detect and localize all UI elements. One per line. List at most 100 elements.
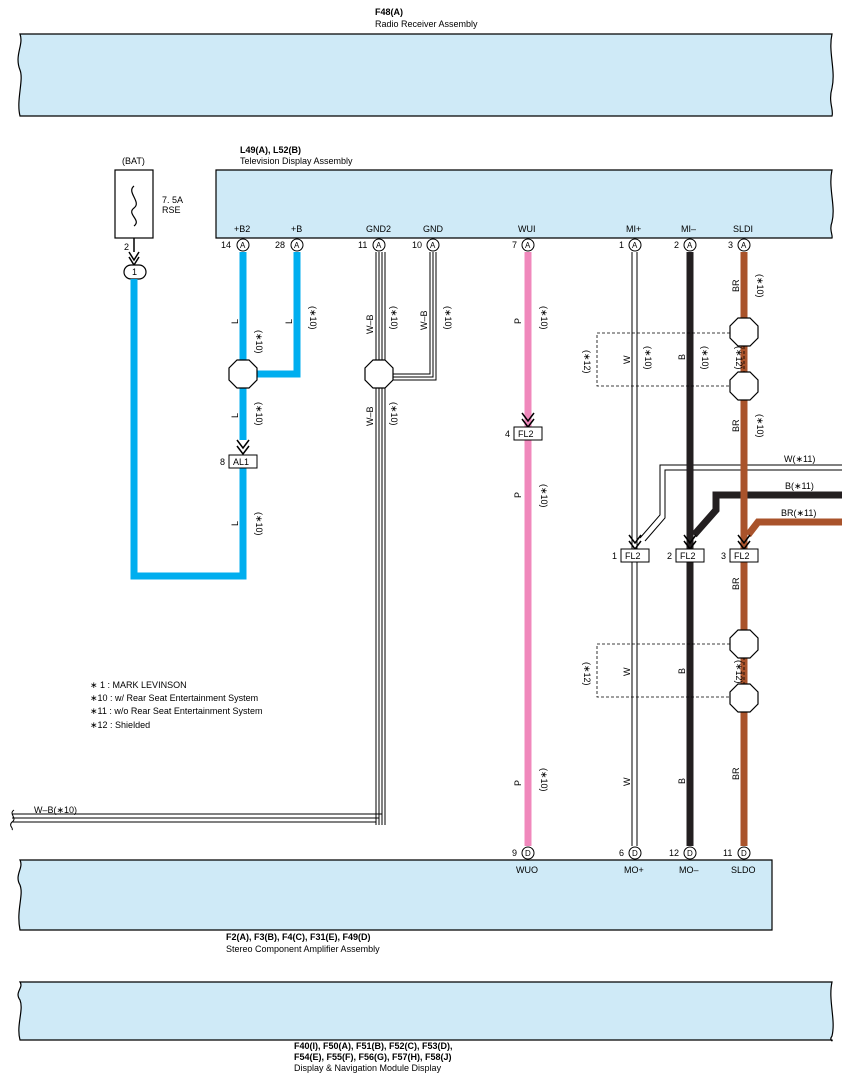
svg-text:8: 8: [220, 457, 225, 467]
nav-module-box: [17, 981, 834, 1042]
radio-receiver-box: [17, 33, 834, 117]
svg-text:(∗10): (∗10): [443, 306, 453, 330]
amp-pin-circles: D9 D6 D12 D11: [512, 846, 751, 860]
svg-text:(∗10): (∗10): [700, 346, 710, 370]
svg-text:2: 2: [667, 551, 672, 561]
svg-text:∗ 1 : MARK LEVINSON: ∗ 1 : MARK LEVINSON: [90, 680, 187, 690]
pin-label-wui: WUI: [518, 224, 536, 234]
svg-text:A: A: [687, 241, 693, 250]
shield-box-lower: [596, 643, 745, 698]
connector-fl2-b: FL2 2: [667, 534, 705, 563]
amp-pin-labels: WUO MO+ MO– SLDO: [516, 865, 756, 875]
svg-text:MO+: MO+: [624, 865, 644, 875]
pin-label-gnd: GND: [423, 224, 444, 234]
svg-text:BR(∗11): BR(∗11): [781, 508, 816, 518]
svg-text:9: 9: [512, 848, 517, 858]
tv-name: Television Display Assembly: [240, 156, 353, 166]
connector-fl2-br: FL2 3: [721, 534, 759, 563]
svg-text:(∗10): (∗10): [254, 402, 264, 426]
splice-br-2: [729, 371, 759, 401]
svg-text:W–B: W–B: [365, 314, 375, 334]
svg-text:14: 14: [221, 240, 231, 250]
pin-label-gnd2: GND2: [366, 224, 391, 234]
shield-box-upper: [596, 332, 745, 387]
svg-text:∗10 : w/ Rear Seat Entertainme: ∗10 : w/ Rear Seat Entertainment System: [90, 693, 258, 703]
svg-text:FL2: FL2: [625, 551, 641, 561]
amp-code: F2(A), F3(B), F4(C), F31(E), F49(D): [226, 932, 371, 942]
svg-text:B: B: [677, 778, 687, 784]
svg-text:(∗10): (∗10): [389, 306, 399, 330]
svg-text:BR: BR: [731, 419, 741, 432]
pin-label-mi-plus: MI+: [626, 224, 641, 234]
svg-text:7: 7: [512, 240, 517, 250]
svg-text:(∗10): (∗10): [643, 346, 653, 370]
fuse-name: RSE: [162, 205, 181, 215]
svg-text:10: 10: [412, 240, 422, 250]
svg-text:(∗10): (∗10): [755, 414, 765, 438]
nav-name: Display & Navigation Module Display: [294, 1063, 442, 1073]
svg-text:MO–: MO–: [679, 865, 699, 875]
connector-fl2-wui: FL2 4: [505, 412, 543, 441]
svg-text:WUO: WUO: [516, 865, 538, 875]
wire-br: [740, 252, 842, 846]
wire-b: [686, 252, 842, 846]
svg-text:L: L: [230, 521, 240, 526]
fuse-box: [114, 169, 154, 239]
svg-text:P: P: [513, 318, 523, 324]
fuse-rating: 7. 5A: [162, 195, 183, 205]
svg-text:1: 1: [619, 240, 624, 250]
svg-text:4: 4: [505, 429, 510, 439]
wire-wb-group: [12, 252, 437, 825]
svg-text:P: P: [513, 780, 523, 786]
svg-text:A: A: [294, 241, 300, 250]
svg-text:(∗10): (∗10): [539, 768, 549, 792]
svg-text:W–B: W–B: [419, 310, 429, 330]
svg-text:1: 1: [612, 551, 617, 561]
svg-text:11: 11: [358, 240, 367, 250]
svg-text:6: 6: [619, 848, 624, 858]
svg-text:A: A: [525, 241, 531, 250]
svg-text:W: W: [622, 777, 632, 786]
svg-text:W: W: [622, 355, 632, 364]
wire-wb10-label: W–B(∗10): [34, 805, 77, 815]
svg-text:L: L: [284, 319, 294, 324]
svg-text:(∗12): (∗12): [582, 662, 592, 686]
svg-text:(∗10): (∗10): [308, 306, 318, 330]
svg-text:BR: BR: [731, 279, 741, 292]
pin-label-mi-minus: MI–: [681, 224, 696, 234]
splice-points: [228, 317, 759, 713]
nav-code-2: F54(E), F55(F), F56(G), F57(H), F58(J): [294, 1052, 452, 1062]
fuse-arrow-icon: [128, 251, 140, 267]
fuse-conn-num: 1: [132, 267, 137, 277]
svg-text:∗12 : Shielded: ∗12 : Shielded: [90, 720, 150, 730]
nav-code-1: F40(I), F50(A), F51(B), F52(C), F53(D),: [294, 1041, 453, 1051]
svg-text:D: D: [687, 849, 693, 858]
fuse-pin: 2: [124, 242, 129, 252]
svg-text:FL2: FL2: [518, 429, 534, 439]
svg-text:(∗12): (∗12): [734, 346, 744, 370]
svg-text:(∗10): (∗10): [254, 330, 264, 354]
svg-text:2: 2: [674, 240, 679, 250]
pin-label-b2: +B2: [234, 224, 250, 234]
amplifier-box: [17, 859, 773, 931]
svg-text:FL2: FL2: [734, 551, 750, 561]
svg-text:12: 12: [669, 848, 679, 858]
svg-text:W(∗11): W(∗11): [784, 454, 815, 464]
wire-l-group: [130, 252, 301, 580]
pin-label-b: +B: [291, 224, 302, 234]
svg-text:AL1: AL1: [233, 457, 249, 467]
svg-text:28: 28: [275, 240, 285, 250]
svg-text:D: D: [741, 849, 747, 858]
svg-text:L: L: [230, 413, 240, 418]
tv-code: L49(A), L52(B): [240, 145, 301, 155]
amp-name: Stereo Component Amplifier Assembly: [226, 944, 380, 954]
svg-text:(∗10): (∗10): [539, 484, 549, 508]
svg-text:(∗10): (∗10): [389, 402, 399, 426]
svg-text:W–B: W–B: [365, 406, 375, 426]
svg-text:(∗12): (∗12): [582, 350, 592, 374]
splice-wb: [364, 359, 394, 389]
fuse-bat: (BAT): [122, 156, 145, 166]
svg-text:SLDO: SLDO: [731, 865, 756, 875]
svg-text:(∗10): (∗10): [755, 274, 765, 298]
